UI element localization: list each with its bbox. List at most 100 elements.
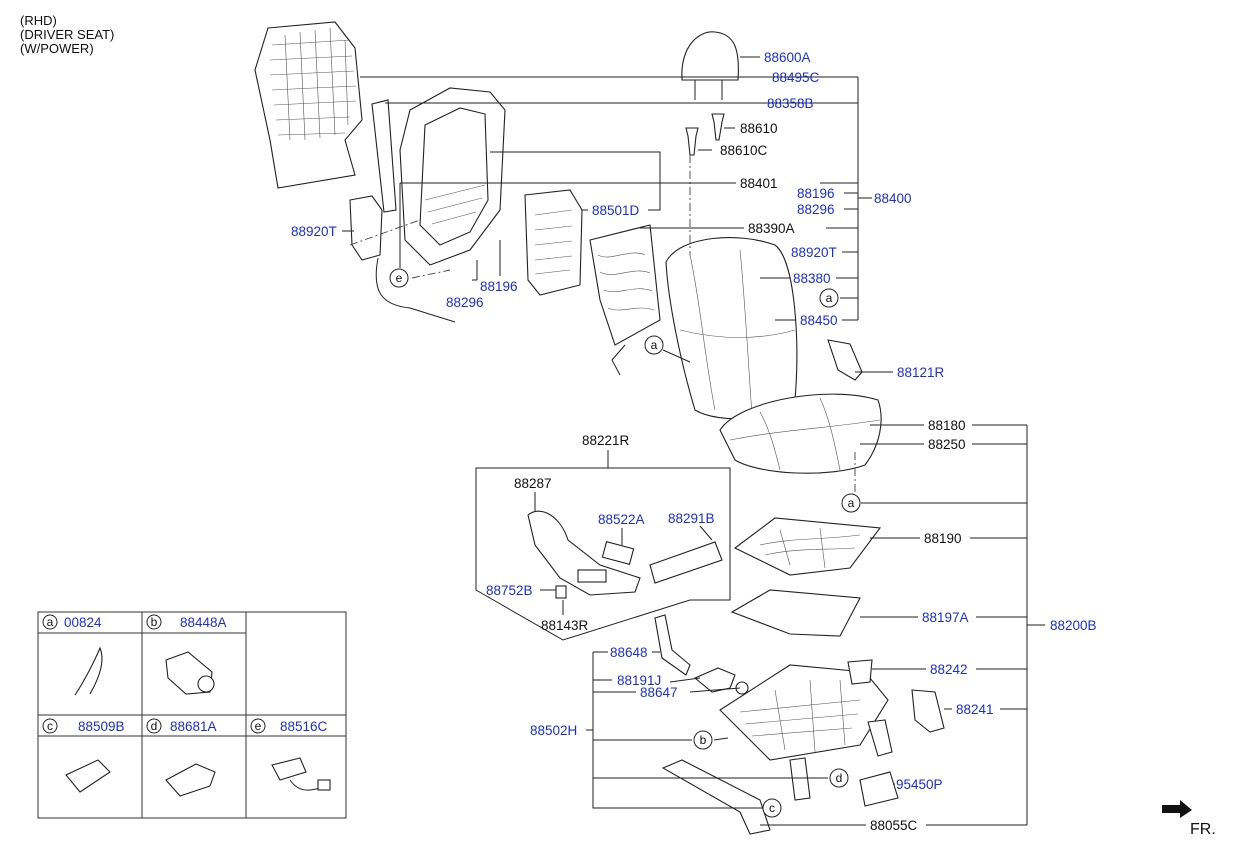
note-rhd: (RHD)	[20, 13, 57, 28]
front-direction-indicator: FR.	[1162, 800, 1216, 838]
heater-pad-88190	[733, 517, 882, 576]
seat-back-cover-drawing	[254, 21, 363, 189]
guide-88610c	[685, 127, 699, 156]
legend-cell-e: e 88516C	[250, 718, 331, 791]
label-88180: 88180	[928, 418, 966, 433]
label-88502h: 88502H	[530, 723, 577, 738]
label-88296-right: 88296	[797, 202, 835, 217]
legend-cell-d: d 88681A	[146, 718, 217, 797]
label-88287: 88287	[514, 476, 552, 491]
legend-part-00824: 00824	[64, 615, 102, 630]
note-driver-seat: (DRIVER SEAT)	[20, 27, 115, 42]
label-88055c: 88055C	[870, 818, 918, 833]
label-88190: 88190	[924, 531, 962, 546]
seat-frame-88502h	[719, 664, 893, 801]
label-95450p: 95450P	[896, 777, 943, 792]
callout-a-right: a	[819, 288, 839, 308]
callout-b-frame: b	[693, 730, 713, 750]
bracket-88242	[847, 659, 873, 685]
note-w-power: (W/POWER)	[20, 41, 94, 56]
label-88450: 88450	[800, 313, 838, 328]
label-88121r: 88121R	[897, 365, 945, 380]
svg-text:a: a	[47, 615, 54, 629]
part-labels: 88600A 88495C 88358B 88610 88610C 88401 …	[291, 50, 1097, 833]
callout-d-frame: d	[829, 768, 849, 788]
label-88401: 88401	[740, 176, 778, 191]
label-88196-left: 88196	[480, 279, 518, 294]
legend-cell-a: a 00824	[42, 614, 103, 696]
label-88920t-right: 88920T	[791, 245, 837, 260]
label-88647: 88647	[640, 685, 678, 700]
label-88196-right: 88196	[797, 186, 835, 201]
label-88610c: 88610C	[720, 143, 768, 158]
label-88501d: 88501D	[592, 203, 640, 218]
guide-line-1	[349, 219, 421, 246]
svg-text:d: d	[151, 719, 158, 733]
label-88495c: 88495C	[772, 70, 820, 85]
legend-table: a 00824 b 88448A c 88509B d 88681A e 8	[37, 611, 347, 819]
label-88291b: 88291B	[668, 511, 715, 526]
label-88197a: 88197A	[922, 610, 969, 625]
label-88752b: 88752B	[486, 583, 533, 598]
svg-text:d: d	[836, 771, 843, 785]
svg-text:a: a	[848, 496, 855, 510]
legend-part-88448a: 88448A	[180, 615, 227, 630]
guide-88610	[711, 113, 725, 141]
front-arrow-icon	[1162, 800, 1192, 818]
pad-88197a	[730, 589, 861, 637]
airbag-module-88920t	[349, 195, 383, 261]
rail-cover-88055c	[661, 759, 771, 835]
seat-back-cushion-88380	[665, 237, 798, 420]
label-88296-left: 88296	[446, 295, 484, 310]
svg-text:a: a	[826, 291, 833, 305]
svg-text:b: b	[151, 615, 158, 629]
svg-text:c: c	[769, 801, 775, 815]
label-88358b: 88358B	[767, 96, 814, 111]
guide-line-4	[411, 269, 451, 279]
label-88600a: 88600A	[764, 50, 811, 65]
duct-88648	[654, 614, 691, 676]
callout-a-back: a	[644, 335, 664, 355]
legend-part-88509b: 88509B	[78, 719, 125, 734]
label-88143r: 88143R	[541, 618, 589, 633]
svg-text:b: b	[700, 733, 707, 747]
label-88221r: 88221R	[582, 433, 630, 448]
headrest-88600a	[681, 31, 739, 100]
svg-text:c: c	[47, 719, 53, 733]
seat-back-frame-drawing	[399, 87, 506, 266]
legend-cell-b: b 88448A	[146, 614, 227, 695]
svg-text:e: e	[396, 271, 403, 285]
direction-label: FR.	[1190, 821, 1216, 838]
label-88241: 88241	[956, 702, 994, 717]
cover-88241	[911, 689, 945, 733]
label-88191j: 88191J	[617, 673, 661, 688]
legend-cell-c: c 88509B	[42, 718, 125, 793]
svg-text:e: e	[255, 719, 262, 733]
cover-88121r	[827, 339, 863, 381]
label-88920t-left: 88920T	[291, 224, 337, 239]
label-88522a: 88522A	[598, 512, 645, 527]
legend-part-88516c: 88516C	[280, 719, 328, 734]
callout-a-cushion: a	[841, 493, 861, 513]
label-88250: 88250	[928, 437, 966, 452]
legend-part-88681a: 88681A	[170, 719, 217, 734]
label-88610: 88610	[740, 121, 778, 136]
leader-lines	[342, 56, 1045, 826]
label-88390a: 88390A	[748, 221, 795, 236]
seat-cushion-88180	[719, 393, 882, 474]
label-88380: 88380	[793, 271, 831, 286]
callout-e-main: e	[389, 268, 409, 288]
label-88648: 88648	[610, 645, 648, 660]
lumbar-assembly-88501d	[524, 189, 583, 296]
label-88400: 88400	[874, 191, 912, 206]
blower-88647	[693, 667, 736, 693]
switch-panel-drawing	[527, 510, 723, 599]
label-88242: 88242	[930, 662, 968, 677]
airbag-harness	[375, 257, 456, 323]
module-95450p	[859, 771, 899, 807]
label-88200b: 88200B	[1050, 618, 1097, 633]
bracket-88358b	[371, 99, 397, 213]
callout-c-frame: c	[762, 798, 782, 818]
svg-text:a: a	[651, 338, 658, 352]
